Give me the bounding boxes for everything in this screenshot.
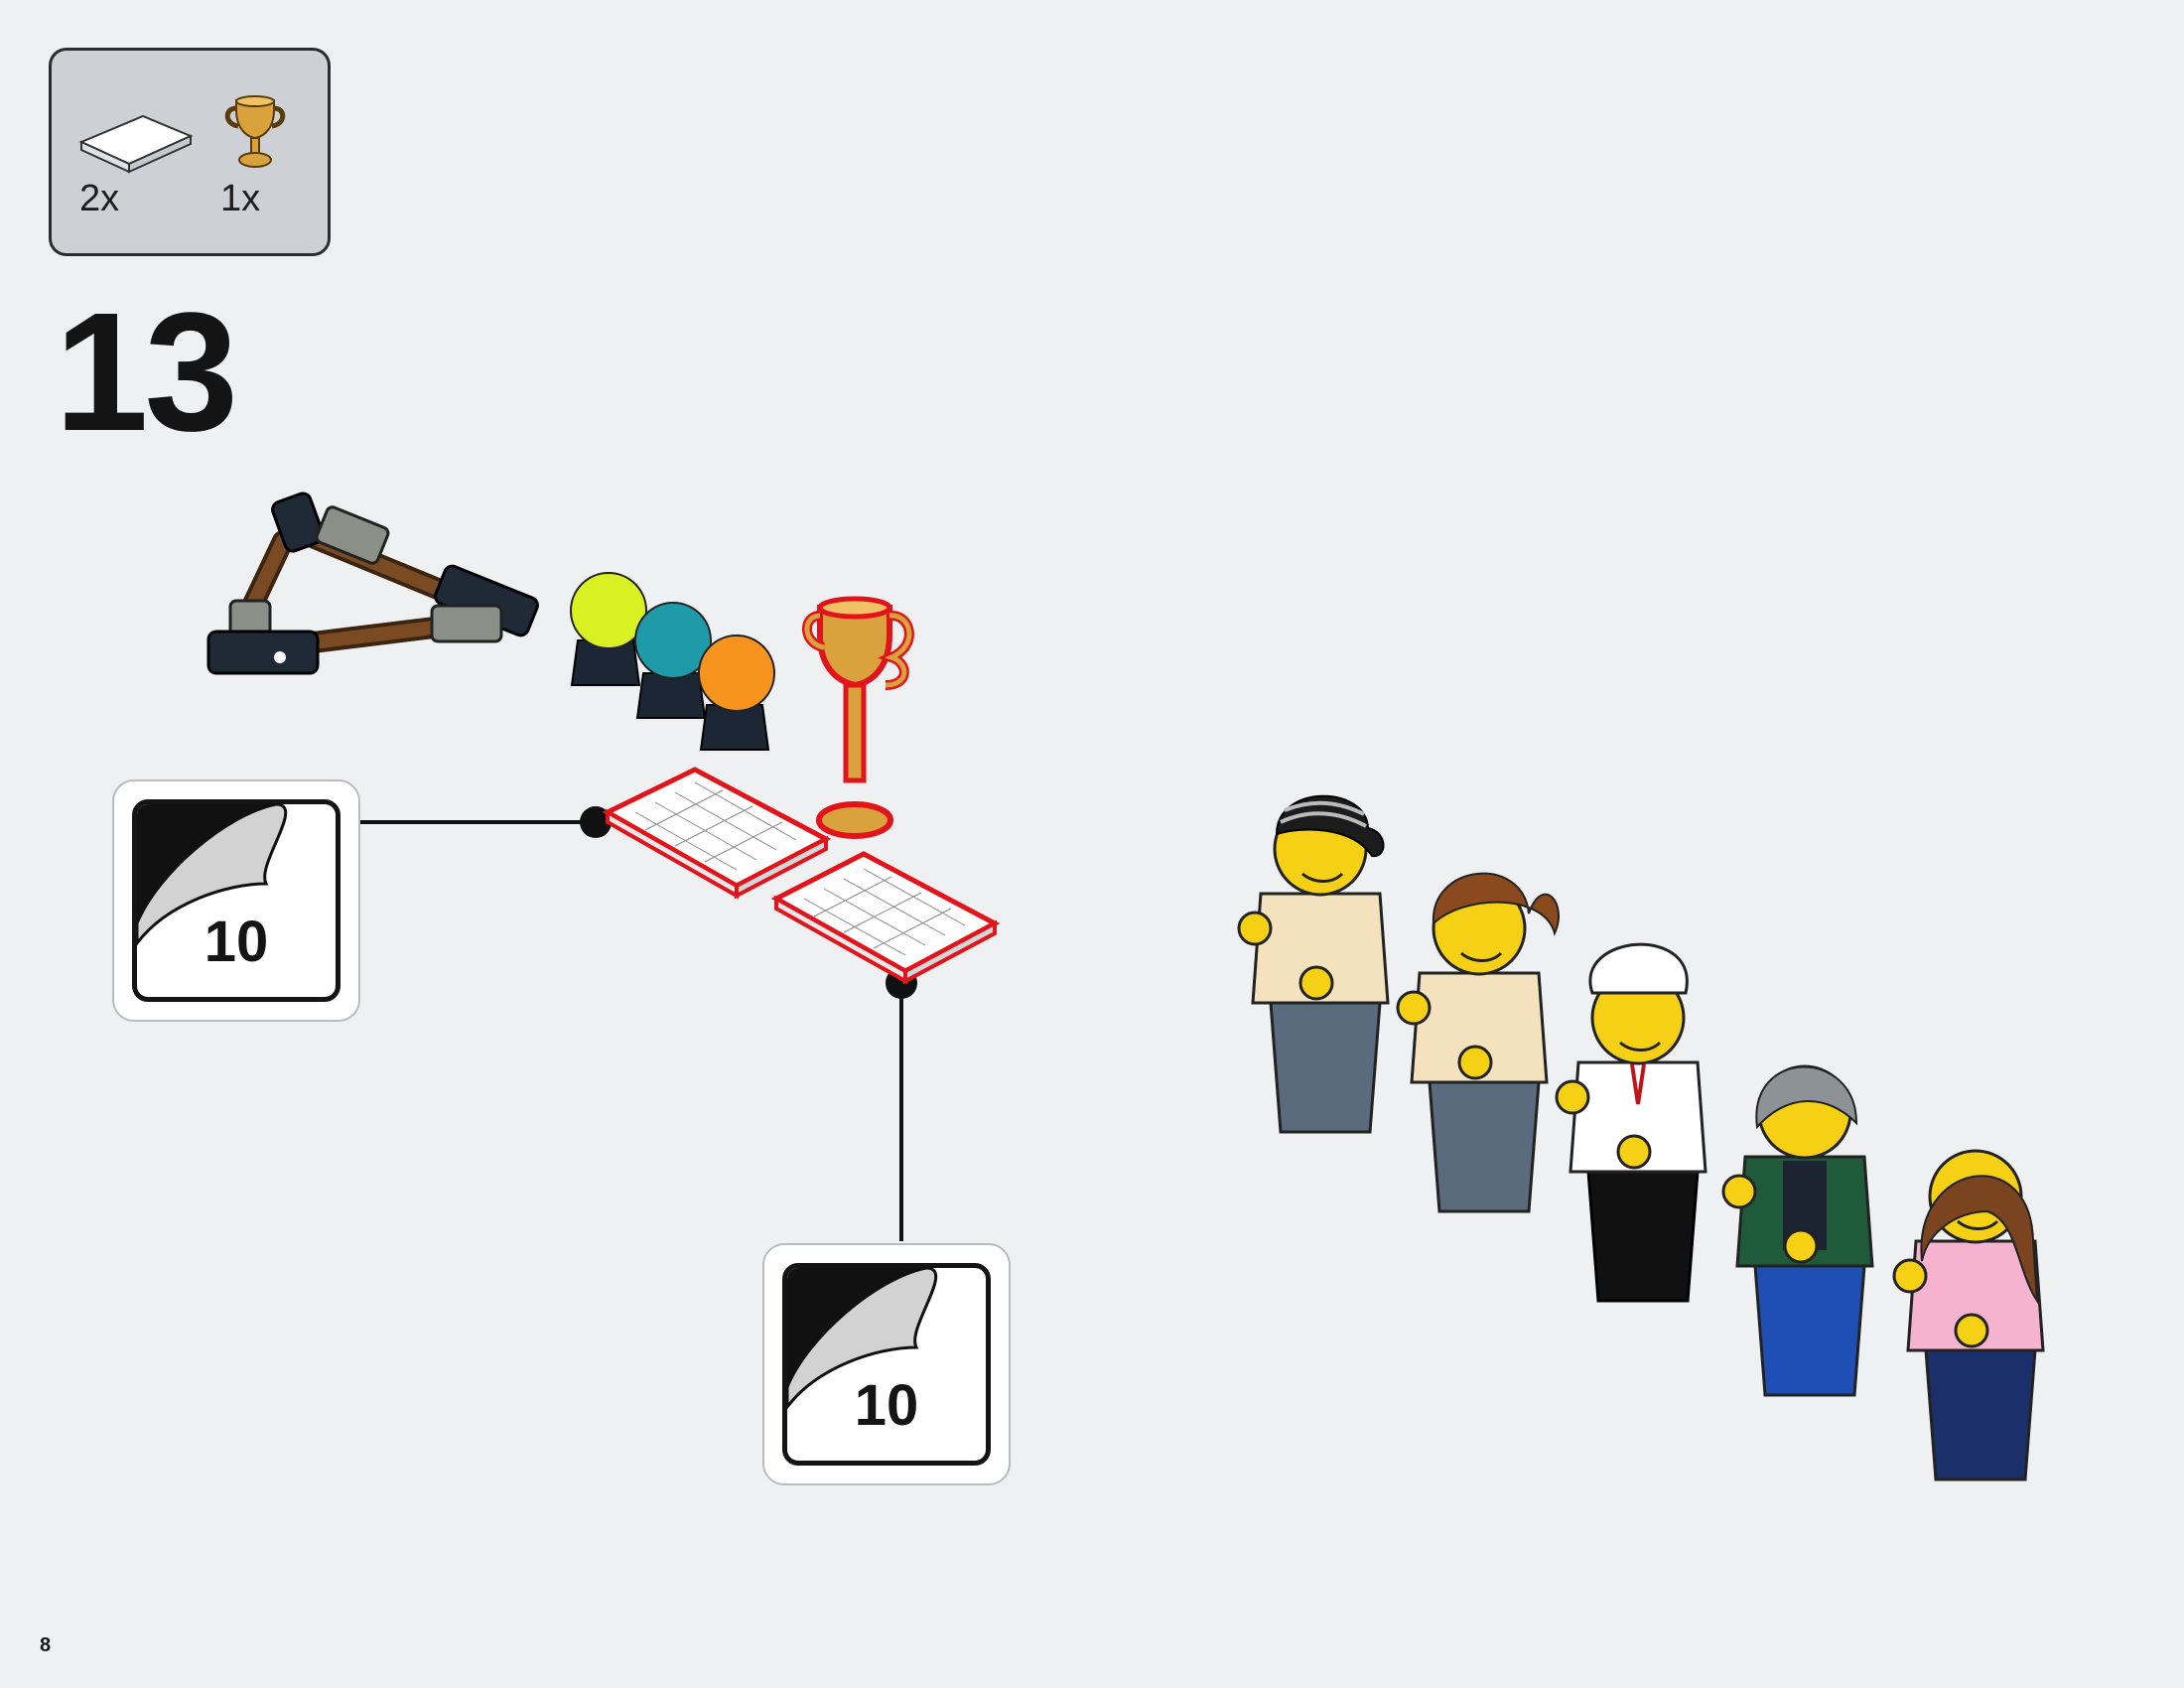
tile-quantity: 2x (79, 178, 120, 219)
minifig-green-jacket (1721, 1064, 1874, 1397)
sticker-number: 10 (854, 1373, 919, 1438)
minifig-bowler-1 (1237, 794, 1390, 1134)
rack-assembly-icon (206, 492, 539, 675)
sticker-callout-2: 10 (762, 1243, 1011, 1485)
sticker-callout-1: 10 (112, 779, 360, 1022)
trophy-placed-icon (802, 596, 914, 839)
page-number: 8 (40, 1634, 52, 1656)
minifig-pink-shirt (1892, 1149, 2045, 1481)
trophy-quantity: 1x (220, 178, 261, 219)
sticker-callout-lines (357, 806, 917, 1241)
parts-list-callout: 2x 1x (49, 48, 331, 256)
minifig-bowler-2 (1396, 872, 1560, 1213)
step-number: 13 (55, 278, 238, 467)
minifig-chef (1555, 942, 1707, 1303)
score-sheet-tile-1 (602, 767, 832, 900)
sticker-number: 10 (204, 910, 269, 974)
sticker-icon: 10 (132, 799, 341, 1002)
white-tile-icon (78, 114, 194, 174)
gold-trophy-icon (224, 95, 286, 168)
score-sheet-tile-2 (770, 851, 1001, 985)
colored-balls-icon (570, 572, 775, 751)
sticker-icon: 10 (782, 1263, 991, 1466)
